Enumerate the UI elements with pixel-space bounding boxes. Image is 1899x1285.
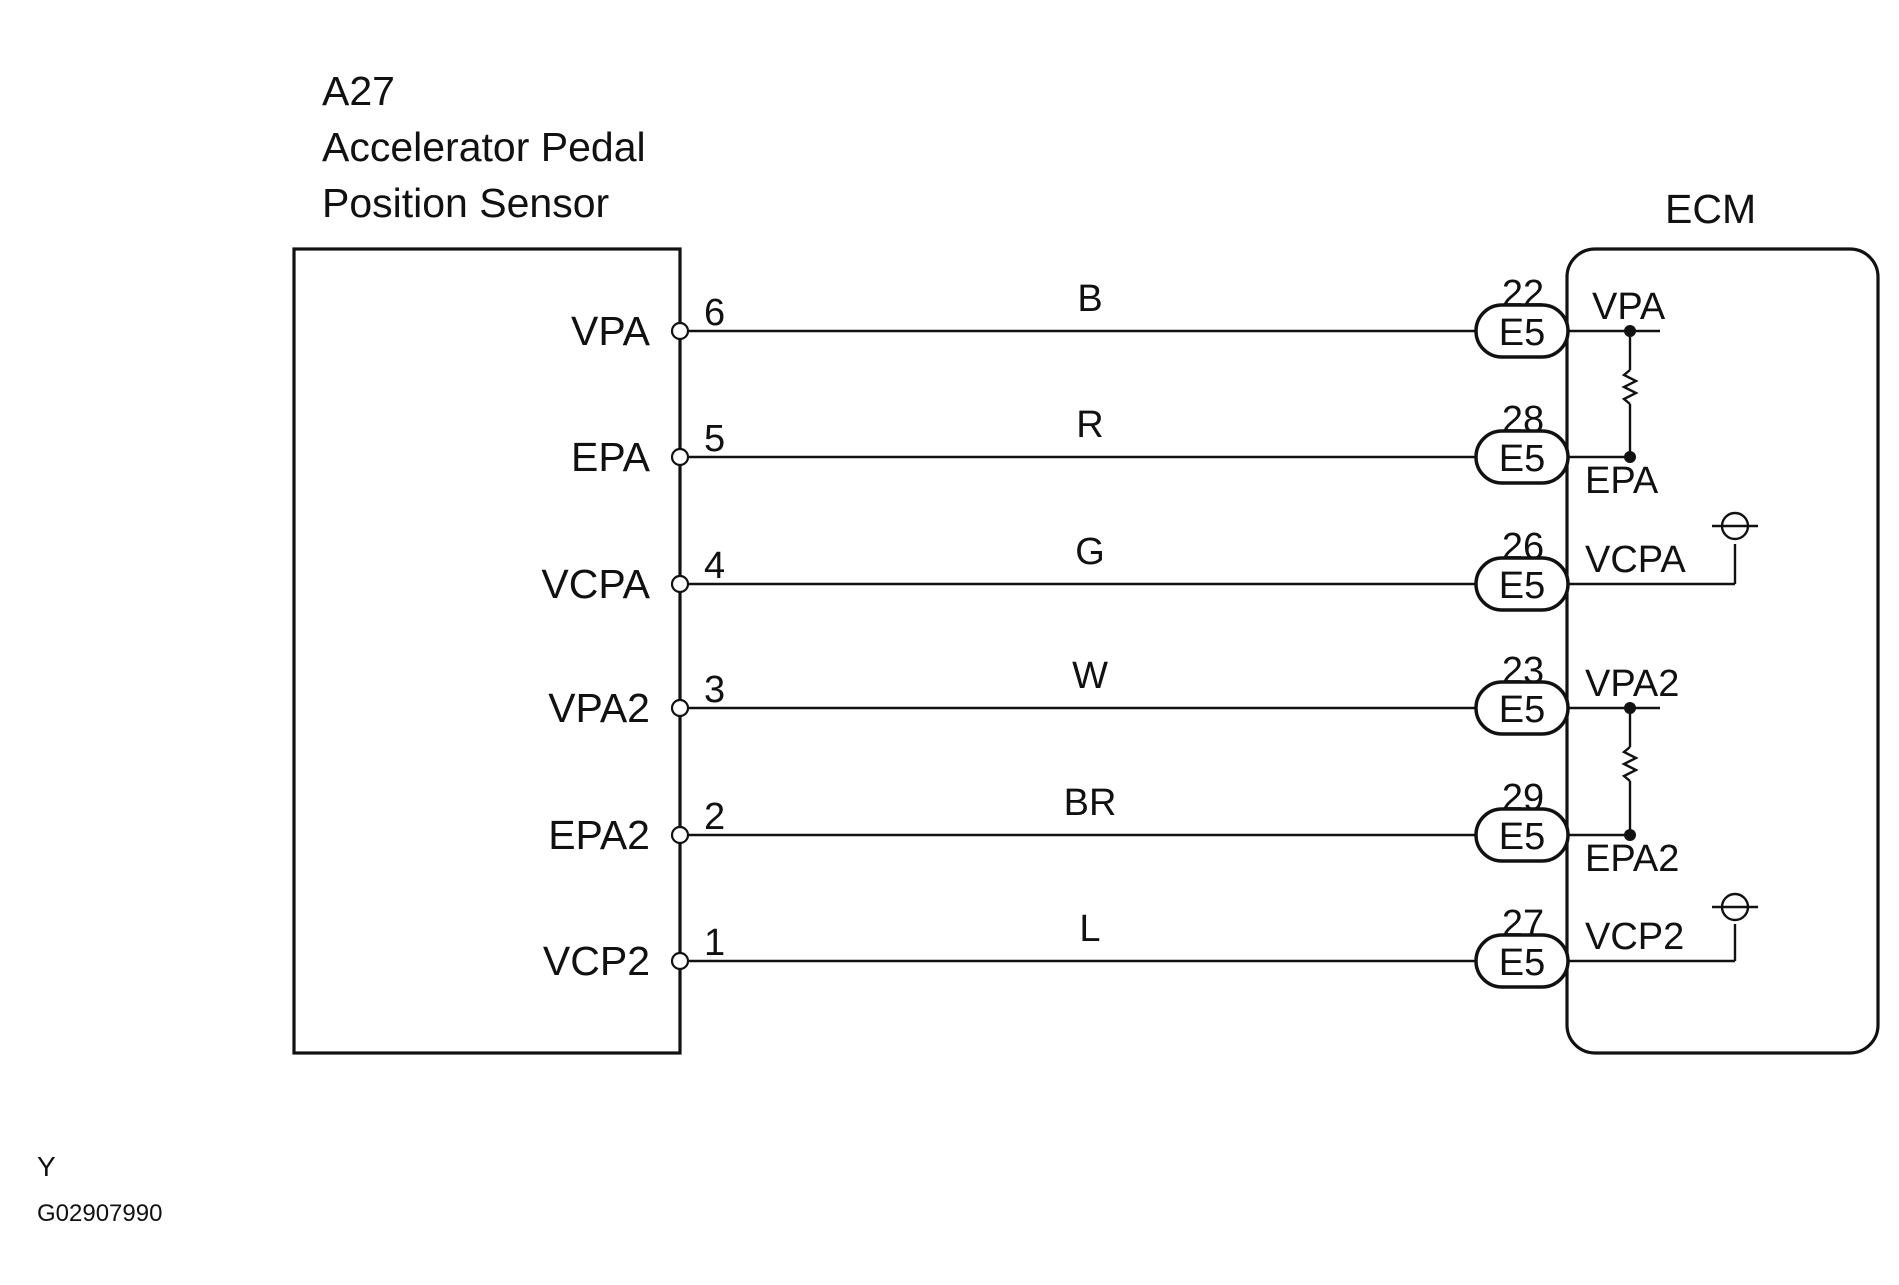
ecm-power-source-vcpa [1712, 511, 1758, 584]
junction-dot [1624, 702, 1636, 714]
wire-color-label: BR [1064, 782, 1117, 824]
ecm-power-source-vcp2 [1712, 892, 1758, 961]
ecm-terminal-label: EPA2 [1585, 838, 1679, 880]
sensor-terminal-label: VPA2 [548, 685, 650, 731]
junction-dot [1624, 325, 1636, 337]
pin-terminal-icon [670, 321, 690, 341]
pin-terminal-icon [670, 574, 690, 594]
sensor-name-line2: Position Sensor [322, 180, 609, 226]
connector-label: E5 [1499, 312, 1545, 354]
sensor-pin-number: 3 [704, 669, 725, 711]
pin-terminal-icon [670, 698, 690, 718]
sensor-pin-number: 4 [704, 545, 725, 587]
wire-color-label: B [1077, 278, 1102, 320]
connector-label: E5 [1499, 816, 1545, 858]
ecm-box [1565, 247, 1880, 1055]
sensor-pin-number: 6 [704, 292, 725, 334]
ecm-terminal-label: EPA [1585, 460, 1659, 502]
sensor-code: A27 [322, 68, 395, 114]
wire-color-label: G [1075, 531, 1105, 573]
ecm-resistor-vpa-epa [1621, 325, 1639, 463]
connector-label: E5 [1499, 438, 1545, 480]
junction-dot [1624, 451, 1636, 463]
pin-terminal-icon [670, 447, 690, 467]
sensor-terminal-label: EPA [571, 434, 651, 480]
connector-label: E5 [1499, 565, 1545, 607]
junction-dot [1624, 829, 1636, 841]
connector-label: E5 [1499, 689, 1545, 731]
footer-mark: Y [37, 1151, 56, 1182]
sensor-name-line1: Accelerator Pedal [322, 124, 646, 170]
pin-terminal-icon [670, 951, 690, 971]
wire-color-label: L [1079, 908, 1100, 950]
connector-label: E5 [1499, 942, 1545, 984]
ecm-terminal-label: VCPA [1585, 539, 1686, 581]
sensor-terminal-label: VPA [571, 308, 651, 354]
ecm-terminal-label: VPA [1592, 286, 1666, 328]
sensor-box [292, 247, 682, 1055]
sensor-pin-number: 1 [704, 922, 725, 964]
figure-id: G02907990 [37, 1200, 162, 1227]
sensor-pin-number: 2 [704, 796, 725, 838]
pin-terminal-icon [670, 825, 690, 845]
sensor-terminal-label: VCP2 [543, 938, 650, 984]
ecm-terminal-label: VCP2 [1585, 916, 1684, 958]
ecm-label: ECM [1665, 186, 1756, 232]
sensor-pin-number: 5 [704, 418, 725, 460]
sensor-terminal-label: EPA2 [548, 812, 650, 858]
wire-color-label: R [1076, 404, 1103, 446]
sensor-terminal-label: VCPA [541, 561, 650, 607]
ecm-resistor-vpa2-epa2 [1621, 702, 1639, 841]
wire-color-label: W [1072, 655, 1108, 697]
ecm-terminal-label: VPA2 [1585, 663, 1679, 705]
